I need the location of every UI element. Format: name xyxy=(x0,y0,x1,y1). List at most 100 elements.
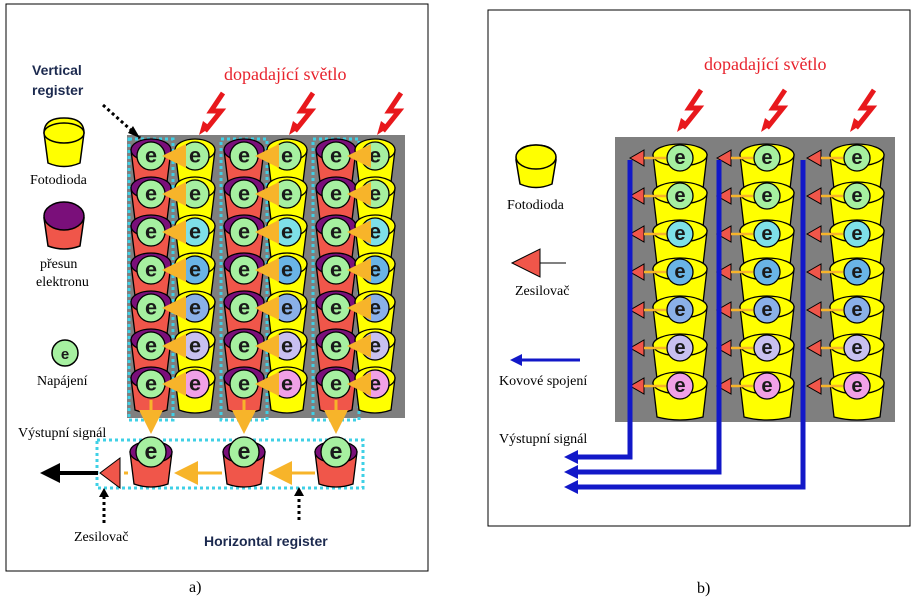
horizontal-register-electron-3: e xyxy=(320,436,352,468)
panel-a-light-label: dopadající světlo xyxy=(224,64,346,84)
svg-text:e: e xyxy=(761,147,772,169)
panel-b: dopadající světlo Fotodioda Zesilovač Ko… xyxy=(487,9,911,597)
b-electron-c0-r1: e xyxy=(666,182,694,210)
svg-text:e: e xyxy=(369,332,381,357)
electron-transfer-c4-r3: e xyxy=(321,255,351,285)
b-photodiode-c1-r4 xyxy=(739,295,795,345)
legend-transfer-label-2: elektronu xyxy=(36,275,89,290)
svg-text:e: e xyxy=(369,218,381,243)
legend-a: Fotodioda přesun elektronu e Napájení xyxy=(30,117,89,389)
svg-text:e: e xyxy=(281,332,293,357)
svg-text:e: e xyxy=(145,218,157,243)
svg-text:e: e xyxy=(674,261,685,283)
b-electron-c1-r4: e xyxy=(753,296,781,324)
electron-transfer-c0-r3: e xyxy=(136,255,166,285)
svg-text:e: e xyxy=(851,261,862,283)
b-electron-c0-r0: e xyxy=(666,144,694,172)
legend-power-icon xyxy=(51,339,79,367)
electron-transfer-c0-r2: e xyxy=(136,217,166,247)
legend-b-photodiode-label: Fotodioda xyxy=(507,198,565,213)
electron-transfer-c2-r4: e xyxy=(229,293,259,323)
svg-text:e: e xyxy=(189,294,201,319)
svg-text:e: e xyxy=(145,256,157,281)
svg-text:e: e xyxy=(145,332,157,357)
b-electron-c0-r4: e xyxy=(666,296,694,324)
svg-text:e: e xyxy=(238,370,250,395)
b-electron-c2-r2: e xyxy=(843,220,871,248)
electron-photodiode-c1-r2: e xyxy=(180,217,210,247)
electron-photodiode-c1-r1: e xyxy=(180,179,210,209)
panel-a-bolt-2 xyxy=(289,91,317,135)
electron-transfer-c2-r6: e xyxy=(229,369,259,399)
electron-photodiode-c3-r5: e xyxy=(272,331,302,361)
b-electron-c0-r3: e xyxy=(666,258,694,286)
electron-photodiode-c1-r4: e xyxy=(180,293,210,323)
svg-text:e: e xyxy=(330,256,342,281)
electron-photodiode-c1-r6: e xyxy=(180,369,210,399)
svg-text:e: e xyxy=(674,185,685,207)
legend-power-label: Napájení xyxy=(37,374,88,389)
svg-text:e: e xyxy=(761,261,772,283)
horizontal-register-box xyxy=(95,438,365,490)
svg-text:e: e xyxy=(238,218,250,243)
svg-text:e: e xyxy=(851,147,862,169)
b-electron-c1-r6: e xyxy=(753,372,781,400)
svg-text:e: e xyxy=(851,185,862,207)
panel-b-metal-lines xyxy=(575,160,806,490)
svg-text:e: e xyxy=(145,142,157,167)
electron-transfer-c0-r6: e xyxy=(136,369,166,399)
legend-transfer-label-1: přesun xyxy=(40,257,77,272)
svg-text:e: e xyxy=(761,185,772,207)
svg-text:e: e xyxy=(674,375,685,397)
svg-text:e: e xyxy=(61,346,69,363)
svg-text:e: e xyxy=(330,180,342,205)
svg-text:e: e xyxy=(330,294,342,319)
electron-photodiode-c1-r5: e xyxy=(180,331,210,361)
electron-photodiode-c5-r4: e xyxy=(360,293,390,323)
legend-b: Fotodioda Zesilovač Kovové spojení xyxy=(499,144,587,389)
svg-text:e: e xyxy=(851,375,862,397)
b-electron-c1-r2: e xyxy=(753,220,781,248)
electron-photodiode-c3-r2: e xyxy=(272,217,302,247)
horizontal-register-electron-1: e xyxy=(135,436,167,468)
electron-transfer-c4-r2: e xyxy=(321,217,351,247)
b-electron-c0-r6: e xyxy=(666,372,694,400)
svg-text:e: e xyxy=(674,337,685,359)
svg-text:e: e xyxy=(330,218,342,243)
svg-text:e: e xyxy=(281,218,293,243)
electron-photodiode-c5-r0: e xyxy=(360,141,390,171)
svg-text:e: e xyxy=(330,438,343,464)
svg-text:e: e xyxy=(238,332,250,357)
svg-text:e: e xyxy=(674,299,685,321)
svg-text:e: e xyxy=(189,142,201,167)
b-electron-c1-r0: e xyxy=(753,144,781,172)
b-electron-c2-r5: e xyxy=(843,334,871,362)
svg-text:e: e xyxy=(238,142,250,167)
svg-text:e: e xyxy=(674,147,685,169)
panel-b-caption: b) xyxy=(697,580,710,597)
b-electron-c2-r1: e xyxy=(843,182,871,210)
svg-text:e: e xyxy=(189,332,201,357)
electron-photodiode-c5-r2: e xyxy=(360,217,390,247)
electron-transfer-c2-r2: e xyxy=(229,217,259,247)
electron-photodiode-c3-r4: e xyxy=(272,293,302,323)
svg-text:e: e xyxy=(674,223,685,245)
panel-b-bolt-3 xyxy=(850,88,878,132)
electron-photodiode-c1-r3: e xyxy=(180,255,210,285)
electron-photodiode-c5-r3: e xyxy=(360,255,390,285)
electron-photodiode-c1-r0: e xyxy=(180,141,210,171)
svg-text:e: e xyxy=(281,294,293,319)
electron-transfer-c4-r5: e xyxy=(321,331,351,361)
svg-text:e: e xyxy=(281,180,293,205)
amplifier-a-label: Zesilovač xyxy=(74,530,128,545)
electron-photodiode-c5-r1: e xyxy=(360,179,390,209)
electron-transfer-c2-r0: e xyxy=(229,141,259,171)
electron-photodiode-c3-r6: e xyxy=(272,369,302,399)
electron-transfer-c0-r0: e xyxy=(136,141,166,171)
svg-text:e: e xyxy=(145,438,158,464)
svg-text:e: e xyxy=(238,180,250,205)
vertical-register-label-2: register xyxy=(32,82,84,98)
electron-transfer-c0-r1: e xyxy=(136,179,166,209)
